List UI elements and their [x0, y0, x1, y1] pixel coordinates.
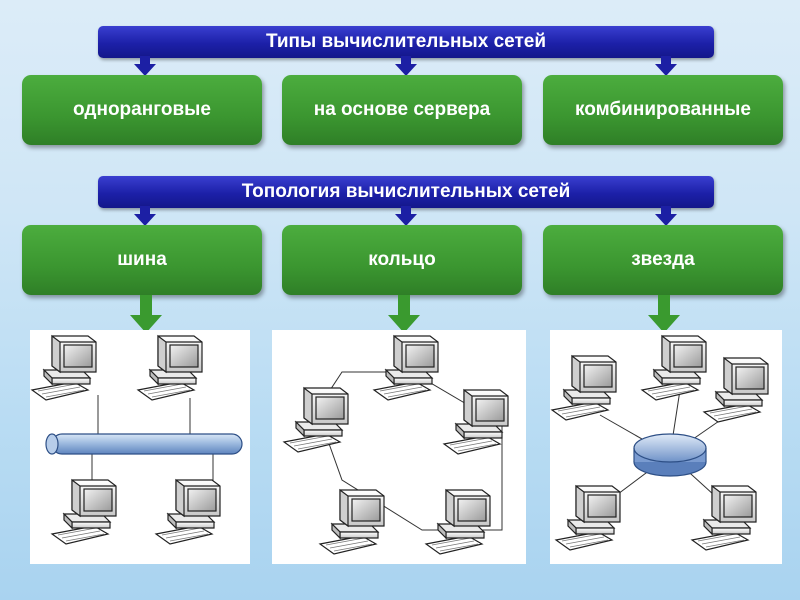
arrow-down-icon	[655, 206, 677, 226]
computer-icon	[155, 479, 221, 545]
type-server-based-box: на основе сервера	[282, 75, 522, 145]
ring-network-diagram	[272, 330, 526, 564]
computer-icon	[283, 387, 349, 453]
computer-icon	[641, 335, 707, 401]
bus-network-diagram	[30, 330, 250, 564]
computer-icon	[425, 489, 491, 555]
topology-ring-label: кольцо	[368, 249, 436, 270]
arrow-down-icon	[388, 295, 420, 333]
topology-banner: Топология вычислительных сетей	[98, 176, 714, 208]
type-peer-to-peer-label: одноранговые	[73, 99, 211, 120]
arrow-down-icon	[655, 56, 677, 76]
type-combined-label: комбинированные	[575, 99, 751, 120]
topology-bus-box: шина	[22, 225, 262, 295]
computer-icon	[31, 335, 97, 401]
topology-bus-label: шина	[117, 249, 167, 270]
computer-icon	[373, 335, 439, 401]
computer-icon	[551, 355, 617, 421]
star-network-diagram	[550, 330, 782, 564]
network-types-banner-label: Типы вычислительных сетей	[265, 31, 547, 52]
arrow-down-icon	[395, 206, 417, 226]
computer-icon	[51, 479, 117, 545]
network-types-banner: Типы вычислительных сетей	[98, 26, 714, 58]
type-peer-to-peer-box: одноранговые	[22, 75, 262, 145]
arrow-down-icon	[134, 206, 156, 226]
computer-icon	[443, 389, 509, 455]
arrow-down-icon	[130, 295, 162, 333]
computer-icon	[691, 485, 757, 551]
computer-icon	[555, 485, 621, 551]
arrow-down-icon	[648, 295, 680, 333]
hub-icon	[633, 433, 707, 477]
type-server-based-label: на основе сервера	[313, 99, 491, 120]
arrow-down-icon	[395, 56, 417, 76]
computer-icon	[703, 357, 769, 423]
computer-icon	[137, 335, 203, 401]
computer-icon	[319, 489, 385, 555]
topology-ring-box: кольцо	[282, 225, 522, 295]
topology-star-box: звезда	[543, 225, 783, 295]
topology-star-label: звезда	[631, 249, 695, 270]
bus-cable	[45, 433, 243, 455]
topology-banner-label: Топология вычислительных сетей	[241, 181, 571, 202]
arrow-down-icon	[134, 56, 156, 76]
type-combined-box: комбинированные	[543, 75, 783, 145]
